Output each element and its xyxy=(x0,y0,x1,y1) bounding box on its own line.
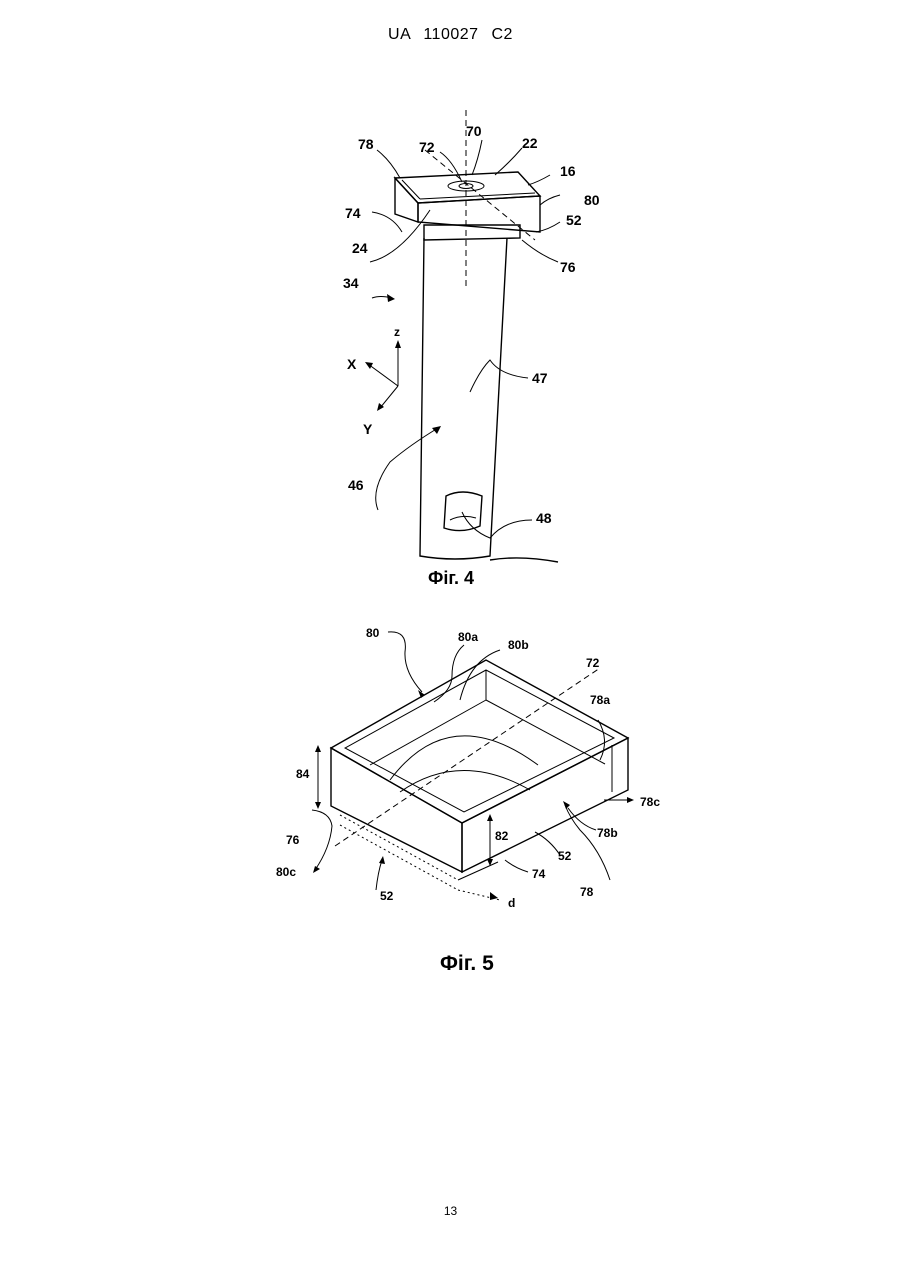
label-22: 22 xyxy=(522,135,538,151)
figure-4-caption: Фіг. 4 xyxy=(428,568,474,588)
label-82: 82 xyxy=(495,829,509,843)
opening-48 xyxy=(444,492,482,531)
box-rim-inner xyxy=(345,670,614,812)
label-76: 76 xyxy=(286,833,300,847)
label-78: 78 xyxy=(358,136,374,152)
label-52-right: 52 xyxy=(558,849,572,863)
label-z: z xyxy=(394,325,400,339)
cap-side-face xyxy=(418,196,540,232)
label-78a: 78a xyxy=(590,693,610,707)
label-80c: 80c xyxy=(276,865,296,879)
spherical-recess xyxy=(390,736,538,780)
label-80: 80 xyxy=(584,192,600,208)
cap-top-face xyxy=(395,172,540,203)
label-d: d xyxy=(508,896,515,910)
axis-72-line xyxy=(335,668,600,846)
body-46 xyxy=(420,238,507,559)
label-72: 72 xyxy=(586,656,600,670)
label-34: 34 xyxy=(343,275,359,291)
label-80b: 80b xyxy=(508,638,529,652)
figure-4: 70 72 78 22 16 80 52 74 24 76 34 z X Y 4… xyxy=(0,0,901,600)
box-front-right xyxy=(462,738,628,872)
label-52: 52 xyxy=(566,212,582,228)
page-number: 13 xyxy=(0,1204,901,1218)
box-rim-outer xyxy=(331,660,628,823)
label-48: 48 xyxy=(536,510,552,526)
label-74: 74 xyxy=(532,867,546,881)
label-74: 74 xyxy=(345,205,361,221)
label-24: 24 xyxy=(352,240,368,256)
label-16: 16 xyxy=(560,163,576,179)
axis-y xyxy=(380,386,398,408)
label-80: 80 xyxy=(366,626,380,640)
label-47: 47 xyxy=(532,370,548,386)
label-80a: 80a xyxy=(458,630,478,644)
flange-74-76 xyxy=(424,225,520,240)
label-52-left: 52 xyxy=(380,889,394,903)
box-front-left xyxy=(331,748,462,872)
figure-5: 80 80a 80b 72 78a 84 78c 82 78b 76 52 74… xyxy=(0,600,901,1000)
label-78b: 78b xyxy=(597,826,618,840)
label-78: 78 xyxy=(580,885,594,899)
label-46: 46 xyxy=(348,477,364,493)
label-72: 72 xyxy=(419,139,435,155)
label-76: 76 xyxy=(560,259,576,275)
label-84: 84 xyxy=(296,767,310,781)
label-78c: 78c xyxy=(640,795,660,809)
label-x: X xyxy=(347,356,357,372)
label-y: Y xyxy=(363,421,373,437)
axis-x xyxy=(368,364,398,386)
figure-5-caption: Фіг. 5 xyxy=(440,952,494,975)
label-70: 70 xyxy=(466,123,482,139)
